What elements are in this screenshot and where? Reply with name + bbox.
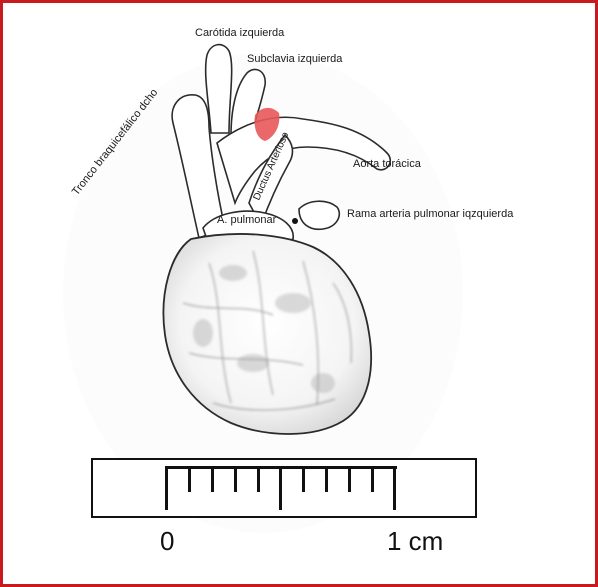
label-pulmonary: A. pulmonar xyxy=(217,215,276,226)
scale-tick-major xyxy=(393,466,396,510)
carotid-vessel xyxy=(206,45,232,133)
label-pulmonary-branch: Rama arteria pulmonar iqzquierda xyxy=(347,209,513,220)
scale-tick-minor xyxy=(302,466,305,492)
scale-label-end: 1 cm xyxy=(387,528,443,554)
scale-bar-box xyxy=(91,458,477,518)
scale-label-start: 0 xyxy=(160,528,174,554)
scale-tick-minor xyxy=(257,466,260,492)
scale-tick-major xyxy=(279,466,282,510)
scale-tick-major xyxy=(165,466,168,510)
pulmonary-branch-stub xyxy=(299,201,339,229)
scale-tick-minor xyxy=(234,466,237,492)
scale-tick-minor xyxy=(188,466,191,492)
label-subclavian: Subclavia izquierda xyxy=(247,54,342,65)
scale-tick-minor xyxy=(211,466,214,492)
label-carotid: Carótida izquierda xyxy=(195,28,284,39)
scale-tick-minor xyxy=(348,466,351,492)
scale-tick-minor xyxy=(325,466,328,492)
scale-tick-minor xyxy=(371,466,374,492)
label-aorta: Aorta torácica xyxy=(353,159,421,170)
